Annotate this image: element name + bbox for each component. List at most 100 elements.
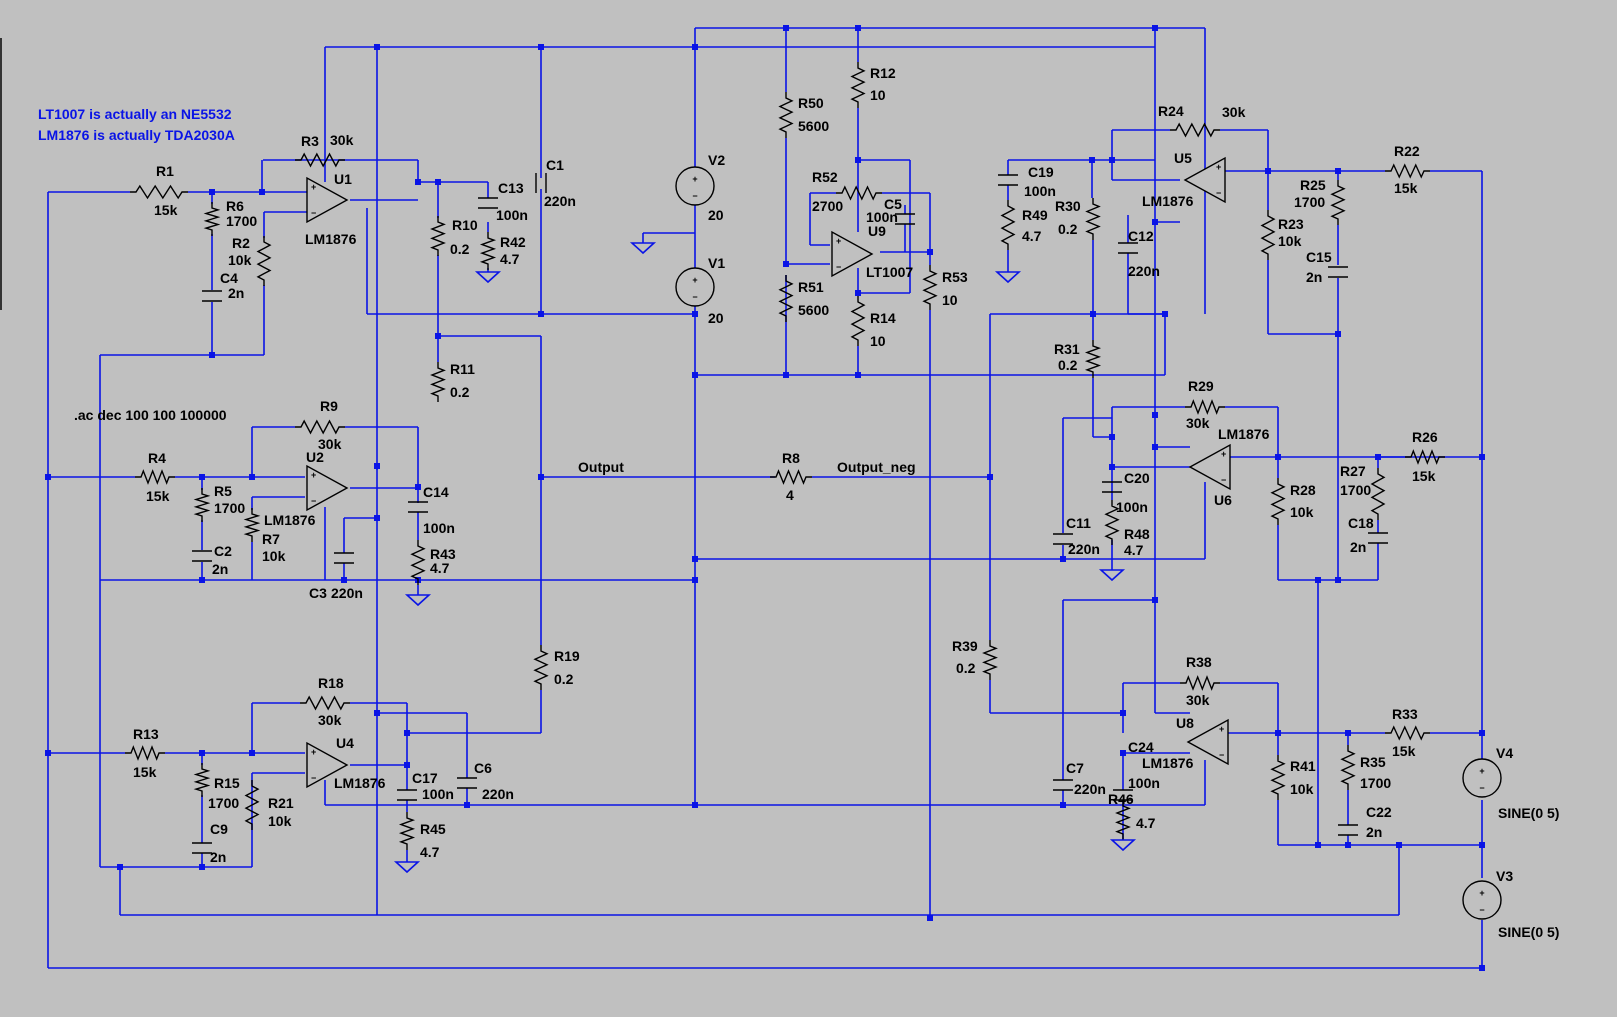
capacitor[interactable] [192, 842, 212, 854]
capacitor[interactable] [1368, 532, 1388, 544]
r35-resistor[interactable] [1340, 745, 1356, 790]
u2-opamp[interactable]: +− [306, 464, 349, 512]
c15-value-label: 2n [1306, 269, 1322, 285]
r51-resistor[interactable] [778, 275, 794, 322]
u8-opamp[interactable]: +− [1186, 718, 1229, 766]
c15-name-label: C15 [1306, 249, 1332, 265]
u5-opamp[interactable]: +− [1183, 156, 1226, 204]
capacitor[interactable] [408, 501, 428, 513]
c24-value-label: 100n [1128, 775, 1160, 791]
r10-resistor[interactable] [430, 216, 446, 256]
svg-text:−: − [311, 208, 316, 218]
r24-value-label: 30k [1222, 104, 1246, 120]
u5-name-label: U5 [1174, 150, 1192, 166]
r11-resistor[interactable] [430, 362, 446, 402]
u9-name-label: U9 [868, 223, 886, 239]
junction-dot [1152, 597, 1158, 603]
capacitor[interactable] [998, 174, 1018, 186]
junction-dot [1120, 750, 1126, 756]
v3-voltage-source[interactable]: +− [1462, 880, 1502, 920]
svg-text:+: + [692, 275, 697, 285]
r21-resistor[interactable] [244, 780, 260, 830]
r38-resistor[interactable] [1180, 675, 1220, 691]
u1-opamp[interactable]: +− [306, 176, 349, 224]
r15-resistor[interactable] [193, 763, 211, 797]
capacitor[interactable] [1328, 266, 1348, 278]
capacitor[interactable] [1113, 789, 1133, 801]
u6-opamp[interactable]: +− [1188, 443, 1231, 491]
r19-resistor[interactable] [533, 645, 549, 690]
v2-voltage-source[interactable]: +− [675, 166, 715, 206]
r26-resistor[interactable] [1405, 449, 1445, 465]
r4-resistor[interactable] [135, 469, 175, 485]
r12-resistor[interactable] [850, 62, 866, 108]
r53-name-label: R53 [942, 269, 968, 285]
junction-dot [199, 864, 205, 870]
r9-resistor[interactable] [295, 419, 345, 435]
capacitor[interactable] [1053, 533, 1073, 545]
r6-resistor[interactable] [203, 202, 221, 236]
r23-name-label: R23 [1278, 216, 1304, 232]
capacitor[interactable] [535, 173, 547, 193]
capacitor[interactable] [457, 777, 477, 789]
r23-resistor[interactable] [1260, 210, 1276, 260]
r45-resistor[interactable] [398, 812, 416, 850]
capacitor[interactable] [397, 789, 417, 801]
r14-resistor[interactable] [850, 296, 866, 346]
svg-text:+: + [311, 182, 316, 192]
c22-name-label: C22 [1366, 804, 1392, 820]
r46-resistor[interactable] [1115, 800, 1131, 840]
r49-resistor[interactable] [1000, 200, 1016, 250]
svg-text:+: + [311, 470, 316, 480]
r48-resistor[interactable] [1104, 500, 1120, 545]
u4-opamp[interactable]: +− [306, 741, 349, 789]
r6-name-label: R6 [226, 198, 244, 214]
r42-resistor[interactable] [479, 232, 497, 270]
svg-text:+: + [692, 174, 697, 184]
junction-dot [1152, 444, 1158, 450]
junction-dot [45, 750, 51, 756]
r30-resistor[interactable] [1085, 198, 1101, 240]
r27-resistor[interactable] [1370, 468, 1386, 520]
capacitor[interactable] [1102, 481, 1122, 493]
capacitor[interactable] [895, 213, 915, 225]
r28-resistor[interactable] [1270, 478, 1286, 525]
svg-text:+: + [1479, 888, 1484, 898]
capacitor[interactable] [1118, 242, 1138, 254]
r13-resistor[interactable] [125, 745, 165, 761]
r43-resistor[interactable] [410, 540, 426, 585]
r8-value-label: 4 [786, 487, 794, 503]
r24-resistor[interactable] [1170, 122, 1220, 138]
r8-resistor[interactable] [770, 469, 812, 485]
junction-dot [538, 311, 544, 317]
r52-resistor[interactable] [836, 185, 882, 201]
r3-resistor[interactable] [295, 152, 345, 168]
junction-dot [1060, 556, 1066, 562]
v4-voltage-source[interactable]: +− [1462, 758, 1502, 798]
c6-value-label: 220n [482, 786, 514, 802]
v1-voltage-source[interactable]: +− [675, 267, 715, 307]
r41-resistor[interactable] [1270, 755, 1286, 800]
r7-resistor[interactable] [243, 508, 261, 542]
capacitor[interactable] [478, 197, 498, 209]
capacitor[interactable] [202, 290, 222, 302]
r22-resistor[interactable] [1385, 163, 1430, 179]
r25-resistor[interactable] [1330, 180, 1346, 225]
r39-resistor[interactable] [982, 640, 998, 680]
r18-resistor[interactable] [300, 695, 350, 711]
r50-resistor[interactable] [778, 92, 794, 138]
u9-opamp[interactable]: +− [831, 230, 874, 278]
capacitor[interactable] [1338, 824, 1358, 836]
r31-resistor[interactable] [1084, 340, 1102, 378]
capacitor[interactable] [1053, 779, 1073, 791]
capacitor[interactable] [334, 552, 354, 564]
r33-resistor[interactable] [1385, 725, 1430, 741]
r1-resistor[interactable] [130, 184, 188, 200]
r2-resistor[interactable] [256, 236, 272, 286]
r5-resistor[interactable] [193, 488, 211, 522]
r29-resistor[interactable] [1185, 399, 1225, 415]
r53-resistor[interactable] [922, 265, 938, 310]
capacitor[interactable] [192, 550, 212, 562]
r2-value-label: 10k [228, 252, 252, 268]
